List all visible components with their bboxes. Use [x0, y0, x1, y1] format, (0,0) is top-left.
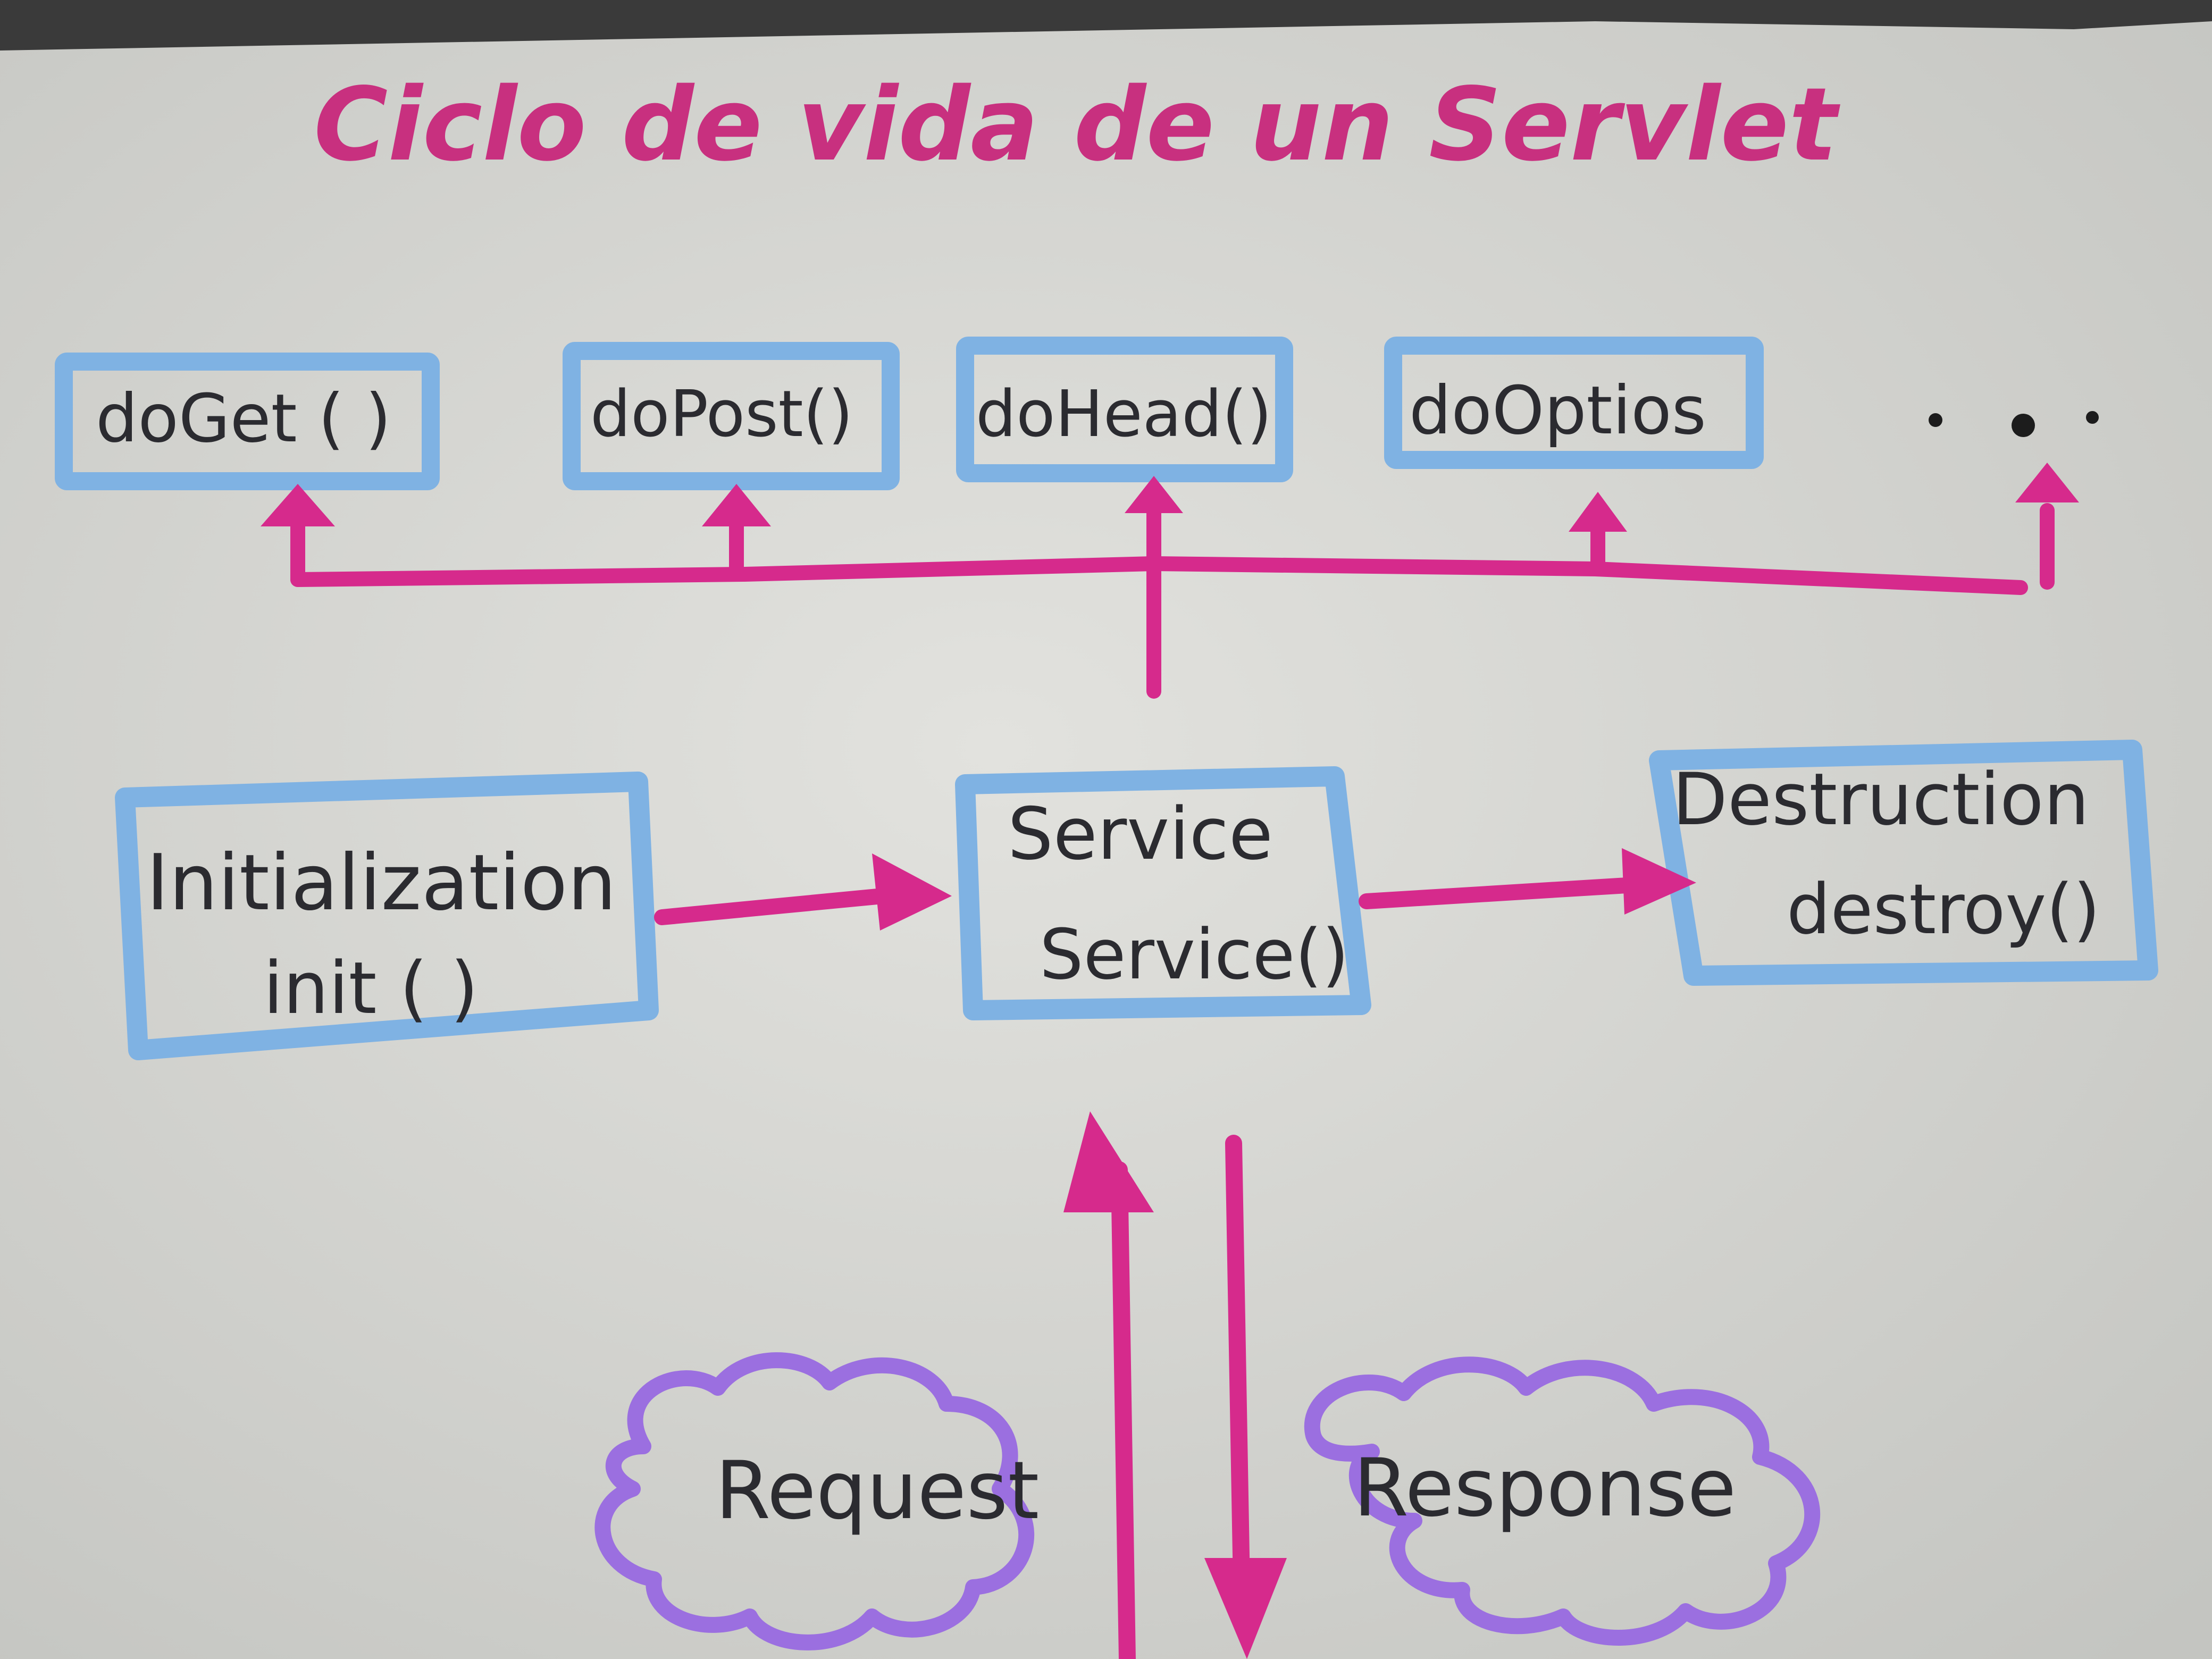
stage-box-initialization: Initialization init ( )	[115, 772, 659, 1060]
method-box-dohead: doHead()	[956, 337, 1293, 482]
method-box-dooptions: doOptios	[1384, 337, 1764, 469]
table-edge	[0, 0, 2212, 51]
ellipsis-dot	[1929, 413, 1942, 427]
ellipsis-dot	[2012, 414, 2035, 437]
stage-service-method: Service()	[1040, 914, 1349, 995]
method-label-dooptions: doOptios	[1409, 372, 1706, 449]
lifecycle-arrows	[654, 848, 1696, 931]
method-label-dopost: doPost()	[590, 378, 853, 451]
diagram-title: Ciclo de vida de un Servlet	[314, 66, 1840, 183]
response-cloud: Response	[1304, 1356, 1821, 1646]
request-cloud: Request	[594, 1352, 1039, 1650]
arrow-service-to-destruction	[1359, 877, 1635, 909]
arrowhead-to-dooptions	[1569, 492, 1627, 532]
dispatch-arrows	[290, 498, 2055, 699]
stage-initialization-method: init ( )	[263, 946, 479, 1030]
response-label: Response	[1353, 1442, 1736, 1535]
arrowhead-to-dopost	[702, 484, 771, 526]
arrowhead-to-dohead	[1125, 476, 1183, 513]
arrowhead-init-to-service	[872, 853, 952, 931]
dispatch-arrowheads	[261, 463, 2079, 532]
arrow-init-to-service	[654, 888, 891, 925]
response-arrowhead	[1204, 1558, 1287, 1659]
method-label-doget: doGet ( )	[96, 380, 391, 457]
arrowhead-to-doget	[261, 484, 335, 526]
stage-destruction-name: Destruction	[1672, 758, 2089, 841]
method-label-dohead: doHead()	[976, 378, 1272, 451]
request-label: Request	[715, 1445, 1039, 1537]
arrowhead-to-more	[2015, 463, 2079, 502]
method-box-dopost: doPost()	[563, 342, 900, 490]
method-box-doget: doGet ( )	[55, 353, 440, 490]
arrowhead-service-to-destruction	[1622, 848, 1696, 915]
stage-service-name: Service	[1008, 792, 1273, 876]
stage-box-service: Service Service()	[955, 766, 1371, 1020]
stage-initialization-name: Initialization	[146, 838, 616, 928]
stage-destruction-method: destroy()	[1787, 869, 2100, 950]
request-arrow-shaft	[1111, 1161, 1136, 1659]
ellipsis-more-methods: ...	[1929, 411, 2099, 437]
ellipsis-dot	[2086, 411, 2099, 424]
response-arrow-shaft	[1225, 1135, 1250, 1593]
stage-box-destruction: Destruction destroy()	[1649, 740, 2158, 986]
request-response-arrows	[1063, 1111, 1287, 1659]
request-arrowhead	[1063, 1111, 1154, 1212]
